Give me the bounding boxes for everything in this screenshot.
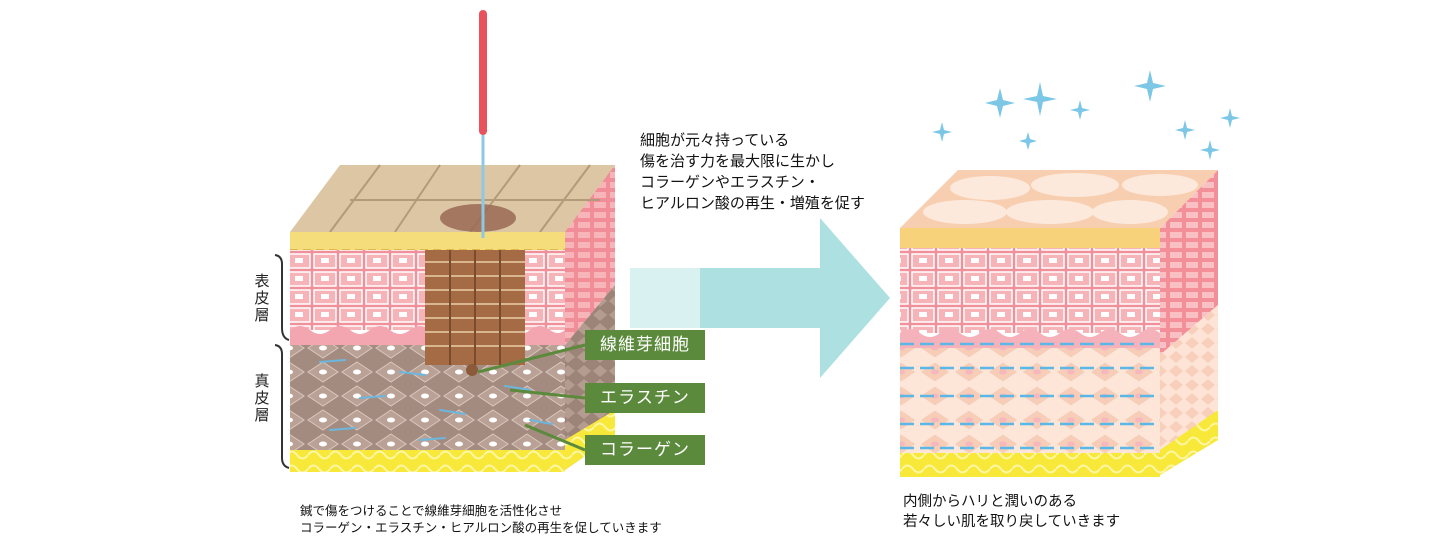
process-description: 細胞が元々持っている 傷を治す力を最大限に生かし コラーゲンやエラスチン・ ヒア… (640, 130, 865, 214)
process-line-3: コラーゲンやエラスチン・ (640, 173, 820, 191)
right-caption: 内側からハリと潤いのある 若々しい肌を取り戻していきます (903, 492, 1120, 532)
acupuncture-needle (479, 10, 487, 238)
right-skin-block (900, 170, 1218, 477)
layer-brackets (274, 254, 290, 469)
process-line-4: ヒアルロン酸の再生・増殖を促す (640, 194, 865, 212)
callout-leaders (477, 343, 586, 452)
collagen-callout: コラーゲン (585, 435, 705, 465)
right-caption-line-1: 内側からハリと潤いのある (903, 494, 1077, 510)
left-caption: 鍼で傷をつけることで線維芽細胞を活性化させ コラーゲン・エラスチン・ヒアルロン酸… (300, 502, 662, 536)
fibroblast-callout: 線維芽細胞 (585, 330, 705, 360)
process-line-1: 細胞が元々持っている (640, 131, 790, 149)
left-skin-block (290, 164, 615, 472)
process-line-2: 傷を治す力を最大限に生かし (640, 152, 836, 170)
dermis-label: 真皮層 (254, 372, 270, 424)
left-caption-line-2: コラーゲン・エラスチン・ヒアルロン酸の再生を促していきます (300, 520, 662, 535)
right-caption-line-2: 若々しい肌を取り戻していきます (903, 514, 1121, 530)
transition-arrow (630, 218, 890, 378)
epidermis-label: 表皮層 (254, 272, 270, 324)
left-caption-line-1: 鍼で傷をつけることで線維芽細胞を活性化させ (300, 503, 563, 518)
elastin-callout: エラスチン (585, 383, 705, 413)
sparkle-icons (932, 70, 1240, 160)
